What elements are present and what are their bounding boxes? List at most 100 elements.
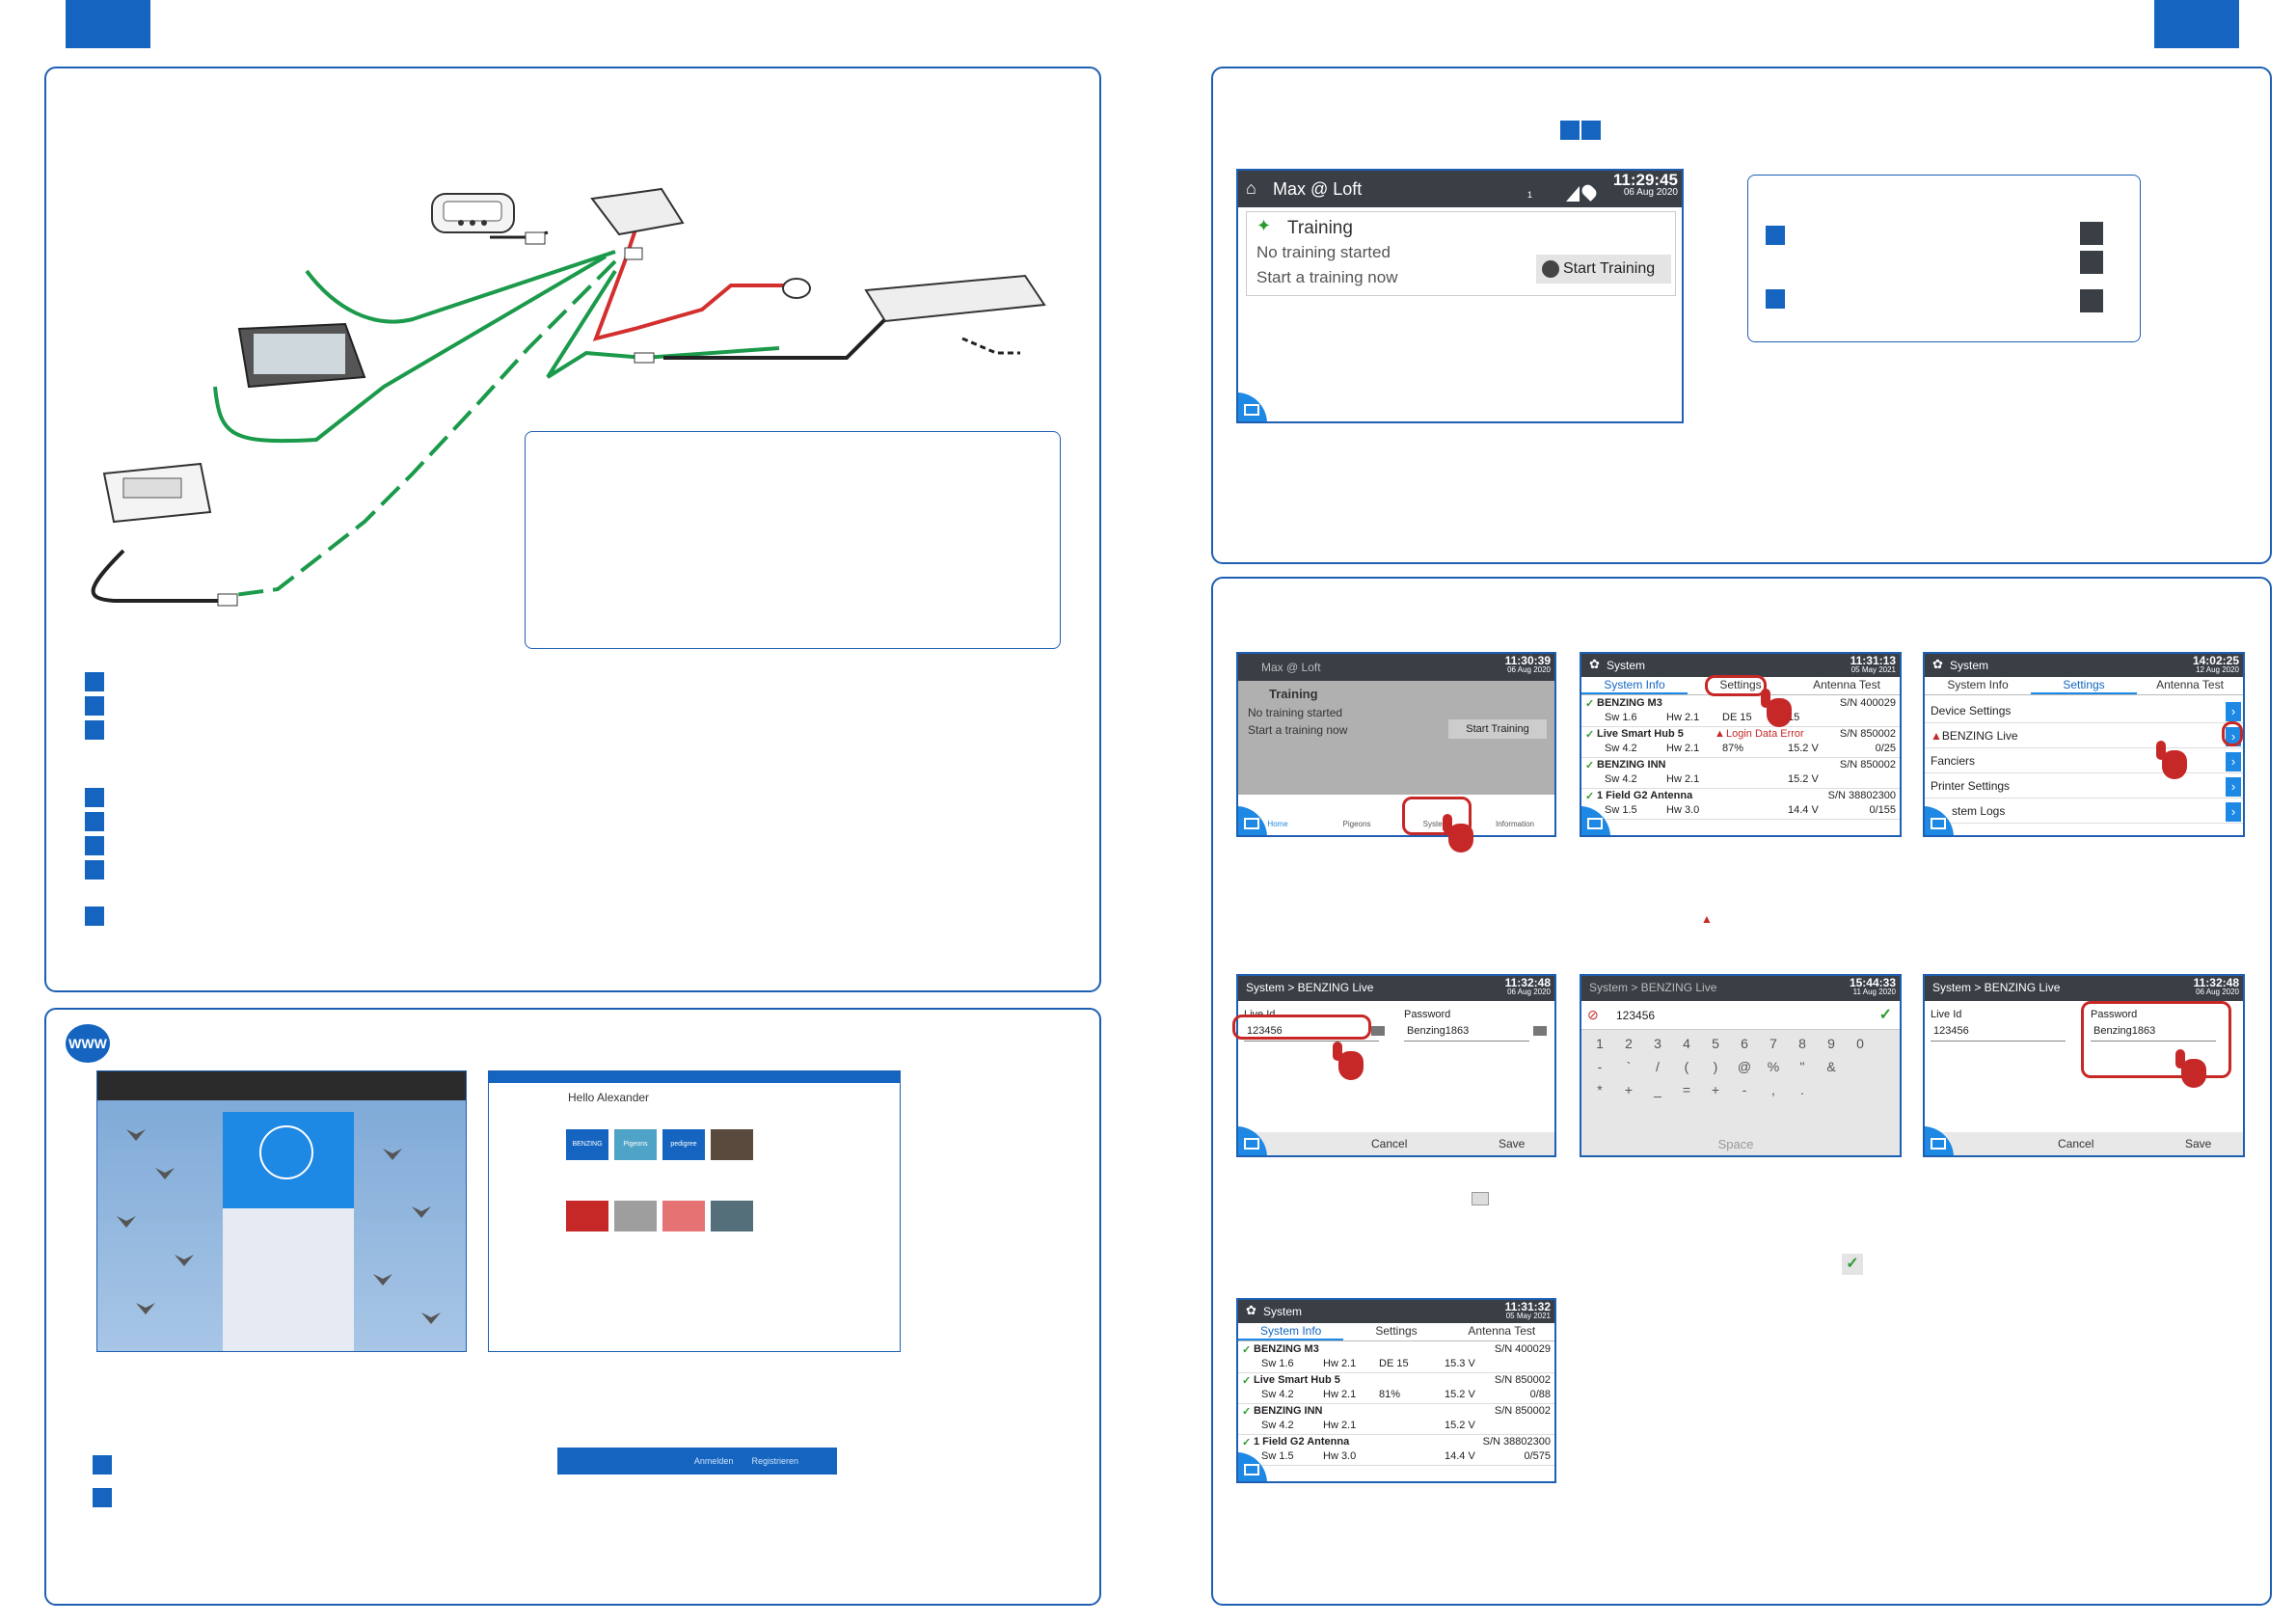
keyboard-icon[interactable] xyxy=(1371,1026,1385,1036)
key[interactable]: / xyxy=(1656,1059,1660,1074)
nav-system[interactable]: System xyxy=(1422,820,1449,828)
key[interactable]: , xyxy=(1771,1082,1775,1097)
save-button[interactable]: Save xyxy=(2185,1137,2212,1150)
signal-icon xyxy=(1566,186,1580,202)
tab-settings[interactable]: Settings xyxy=(2031,678,2137,694)
key[interactable]: ) xyxy=(1713,1059,1718,1074)
key[interactable]: - xyxy=(1597,1059,1603,1074)
key[interactable]: + xyxy=(1624,1082,1634,1097)
check-icon: ✓ xyxy=(1842,1254,1863,1275)
gear-icon: ✿ xyxy=(1589,657,1600,671)
tab-system-info[interactable]: System Info xyxy=(1238,1324,1344,1340)
mail-icon[interactable] xyxy=(1238,392,1267,421)
start-training-button[interactable]: Start Training xyxy=(1536,255,1671,284)
step3-date: 12 Aug 2020 xyxy=(2196,665,2239,674)
tile-support[interactable] xyxy=(711,1201,753,1232)
cancel-icon[interactable]: ⊘ xyxy=(1587,1007,1599,1022)
key[interactable]: . xyxy=(1800,1082,1804,1097)
step4-time: 11:32:48 xyxy=(1504,976,1551,989)
key[interactable]: 5 xyxy=(1712,1036,1719,1051)
step2-time: 11:31:13 xyxy=(1850,654,1896,667)
password-input[interactable]: Benzing1863 xyxy=(1404,1022,1529,1042)
web-panel: WWW Hello Alexander BENZING Live Pigeons… xyxy=(44,1008,1101,1606)
confirm-check-icon[interactable]: ✓ xyxy=(1878,1007,1892,1023)
mail-icon[interactable] xyxy=(1925,1126,1954,1155)
key[interactable]: 8 xyxy=(1798,1036,1806,1051)
cancel-button[interactable]: Cancel xyxy=(2058,1137,2094,1150)
key[interactable]: 6 xyxy=(1741,1036,1748,1051)
step5-date: 11 Aug 2020 xyxy=(1852,988,1896,996)
tile-loft[interactable] xyxy=(711,1129,753,1160)
tab-antenna-test[interactable]: Antenna Test xyxy=(1468,1324,1536,1338)
key[interactable]: * xyxy=(1597,1082,1603,1097)
register-link[interactable]: Registrieren xyxy=(751,1456,798,1466)
tile-pedigree[interactable]: pedigree xyxy=(662,1129,705,1160)
key[interactable]: 3 xyxy=(1654,1036,1661,1051)
tab-antenna-test[interactable]: Antenna Test xyxy=(2156,678,2224,691)
tile-help[interactable] xyxy=(566,1201,608,1232)
password-input[interactable]: Benzing1863 xyxy=(2091,1022,2216,1042)
menu-item-system-logs[interactable]: stem Logs› xyxy=(1925,800,2243,824)
check-icon: ✓ xyxy=(1585,760,1595,771)
tile-benzing-live[interactable]: BENZING Live xyxy=(566,1129,608,1178)
key[interactable]: 2 xyxy=(1625,1036,1633,1051)
signal-none-icon xyxy=(2080,251,2103,274)
cancel-button[interactable]: Cancel xyxy=(1371,1137,1408,1150)
live-id-input[interactable]: 123456 xyxy=(1244,1022,1379,1042)
highlight-benzing-live-arrow xyxy=(2222,721,2243,746)
key[interactable]: @ xyxy=(1737,1059,1752,1074)
menu-item-device-settings[interactable]: Device Settings› xyxy=(1925,700,2243,723)
callout-1 xyxy=(1560,121,1580,140)
table-row: ✓ BENZING INN S/N 850002 Sw 4.2 Hw 2.1 1… xyxy=(1238,1404,1554,1435)
menu-item-benzing-live[interactable]: ▲BENZING Live› xyxy=(1925,725,2243,748)
tile-translation[interactable] xyxy=(662,1201,705,1232)
step1-start-training[interactable]: Start Training xyxy=(1448,719,1547,739)
nav-home[interactable]: Home xyxy=(1267,820,1288,828)
key[interactable]: + xyxy=(1711,1082,1720,1097)
key[interactable]: % xyxy=(1767,1059,1780,1074)
key[interactable]: " xyxy=(1799,1059,1805,1074)
nav-pigeons[interactable]: Pigeons xyxy=(1342,820,1371,828)
highlight-password xyxy=(2081,1001,2231,1078)
highlight-settings-tab xyxy=(1705,675,1767,696)
key[interactable]: _ xyxy=(1654,1082,1661,1097)
space-key[interactable]: Space xyxy=(1717,1137,1754,1151)
menu-item-printer-settings[interactable]: Printer Settings› xyxy=(1925,775,2243,798)
key[interactable]: 7 xyxy=(1769,1036,1777,1051)
key[interactable]: 0 xyxy=(1856,1036,1864,1051)
login-bar: Anmelden Registrieren xyxy=(557,1448,837,1475)
tab-system-info[interactable]: System Info xyxy=(1947,678,2009,691)
legend-marker-6 xyxy=(85,836,104,855)
tab-antenna-test[interactable]: Antenna Test xyxy=(1813,678,1880,691)
keyboard-icon[interactable] xyxy=(1533,1026,1547,1036)
key[interactable]: - xyxy=(1742,1082,1747,1097)
tab-settings[interactable]: Settings xyxy=(1375,1324,1418,1338)
tab-system-info[interactable]: System Info xyxy=(1581,678,1688,694)
key[interactable]: ` xyxy=(1626,1059,1632,1074)
key[interactable]: 1 xyxy=(1596,1036,1604,1051)
key[interactable]: 9 xyxy=(1827,1036,1835,1051)
save-button[interactable]: Save xyxy=(1499,1137,1526,1150)
password-label: Password xyxy=(2091,1009,2138,1020)
tap-hand-icon xyxy=(2156,741,2187,779)
tile-pigeons[interactable]: Pigeons xyxy=(614,1129,657,1160)
menu-item-fanciers[interactable]: Fanciers› xyxy=(1925,750,2243,773)
step7-date: 05 May 2021 xyxy=(1505,1312,1551,1320)
gps-legend-icon xyxy=(2080,289,2103,312)
home-icon[interactable]: ⌂ xyxy=(1246,178,1256,198)
tile-account[interactable] xyxy=(614,1201,657,1232)
key[interactable]: 4 xyxy=(1683,1036,1690,1051)
key[interactable]: ( xyxy=(1684,1059,1689,1074)
login-link[interactable]: Anmelden xyxy=(693,1456,734,1466)
key[interactable]: = xyxy=(1682,1082,1691,1097)
table-row: ✓ BENZING M3 S/N 400029 Sw 1.6 Hw 2.1 DE… xyxy=(1238,1342,1554,1373)
key[interactable]: & xyxy=(1826,1059,1836,1074)
mail-icon[interactable] xyxy=(1238,1126,1267,1155)
live-id-input[interactable]: 123456 xyxy=(1931,1022,2066,1042)
keyboard-input[interactable]: 123456 xyxy=(1616,1009,1656,1022)
tab-settings[interactable]: Settings xyxy=(1719,678,1762,691)
nav-information[interactable]: Information xyxy=(1495,820,1535,828)
